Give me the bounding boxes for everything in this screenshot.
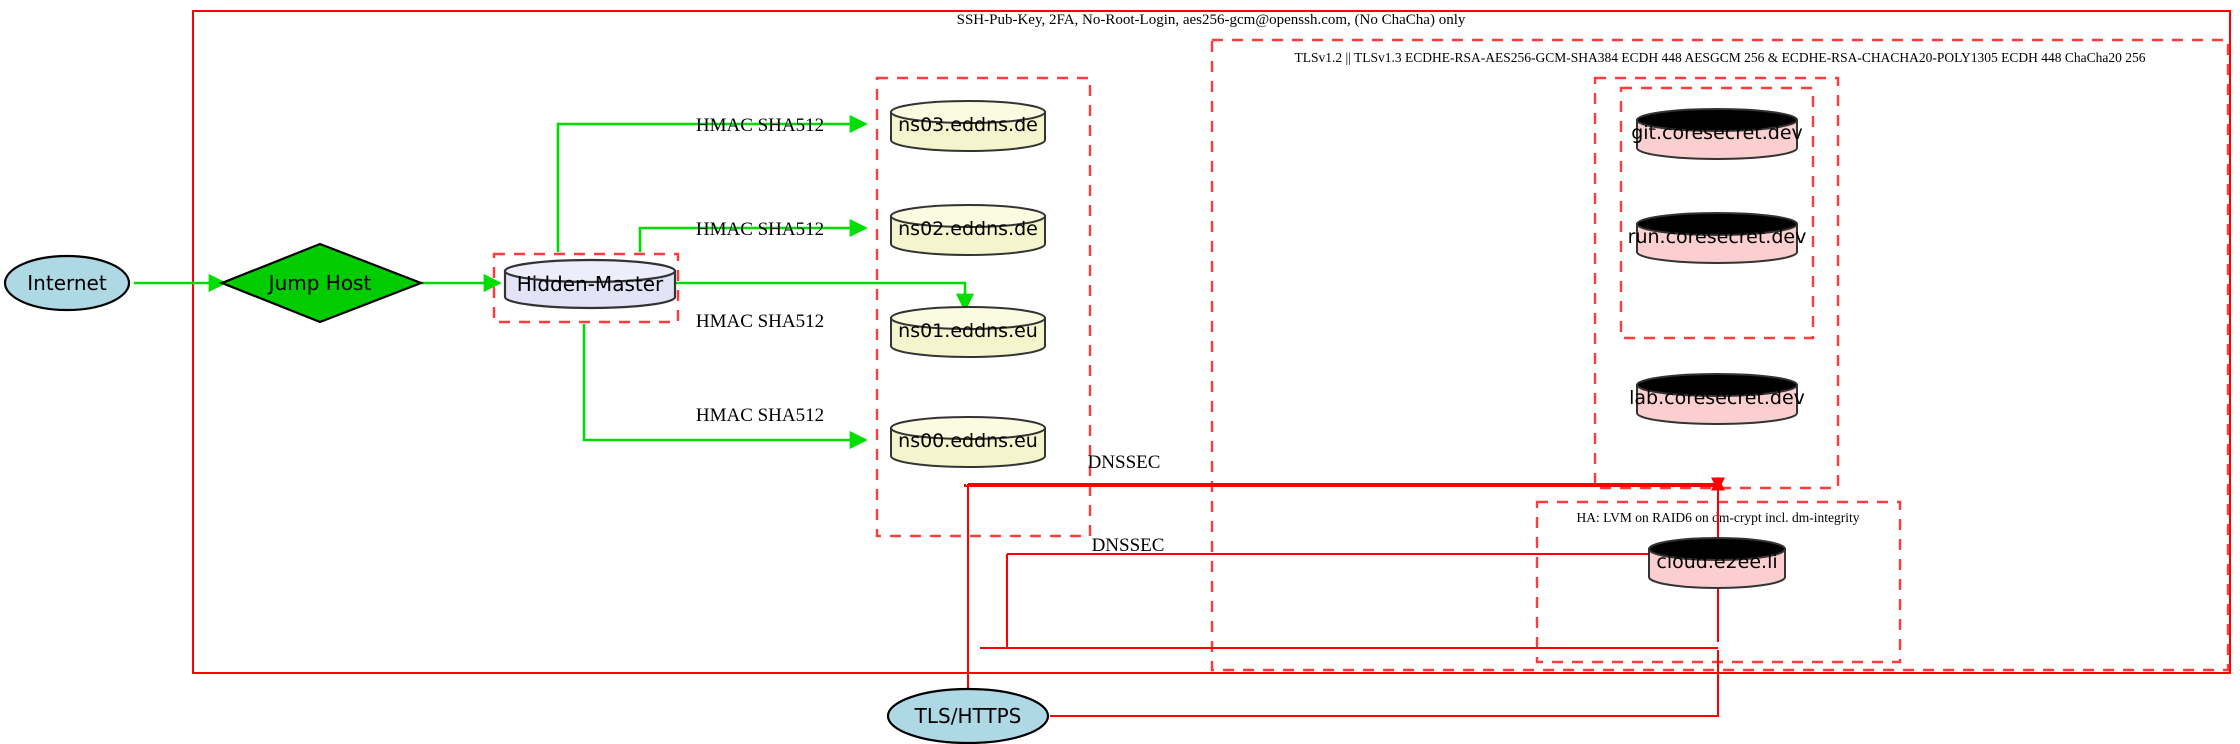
edge-label-dnssec-lower: DNSSEC — [1092, 535, 1165, 556]
ssh-perimeter-box — [192, 10, 2231, 674]
dns-zone-box — [875, 76, 1092, 538]
edge-hiddenmaster-to-ns00 — [582, 324, 868, 450]
node-lab-coresecret-label: lab.coresecret.dev — [1629, 387, 1805, 409]
node-internet-label: Internet — [27, 271, 107, 295]
edge-hiddenmaster-to-ns02 — [638, 218, 868, 252]
edge-label-dnssec-upper: DNSSEC — [1088, 452, 1161, 473]
edge-label-hmac-ns00: HMAC SHA512 — [696, 405, 824, 426]
node-lab-coresecret[interactable]: lab.coresecret.dev — [1629, 373, 1805, 425]
edge-hiddenmaster-to-ns01 — [676, 281, 975, 312]
tls-https-to-cluster — [1050, 650, 1719, 717]
node-ns00[interactable]: ns00.eddns.eu — [890, 416, 1046, 468]
node-ns01[interactable]: ns01.eddns.eu — [890, 306, 1046, 358]
node-hidden-master[interactable]: Hidden-Master — [503, 258, 677, 310]
node-git-coresecret-label: git.coresecret.dev — [1631, 122, 1803, 144]
node-ns02-label: ns02.eddns.de — [898, 218, 1038, 240]
edge-label-hmac-ns02: HMAC SHA512 — [696, 219, 824, 240]
node-run-coresecret-label: run.coresecret.dev — [1628, 226, 1807, 248]
node-ns01-label: ns01.eddns.eu — [898, 320, 1038, 342]
node-hidden-master-label: Hidden-Master — [517, 272, 664, 296]
edge-label-hmac-ns03: HMAC SHA512 — [696, 115, 824, 136]
node-jump-host[interactable]: Jump Host — [219, 242, 425, 324]
node-ns00-label: ns00.eddns.eu — [898, 430, 1038, 452]
node-cloud-e2ee-label: cloud.e2ee.li — [1656, 551, 1777, 573]
node-tls-https-label: TLS/HTTPS — [914, 704, 1022, 728]
dnssec-path-upper-stub — [964, 484, 1718, 487]
ssh-perimeter-label: SSH-Pub-Key, 2FA, No-Root-Login, aes256-… — [957, 12, 1466, 28]
node-ns03-label: ns03.eddns.de — [898, 114, 1038, 136]
edge-label-hmac-ns01: HMAC SHA512 — [696, 311, 824, 332]
node-internet[interactable]: Internet — [3, 254, 131, 312]
edge-hiddenmaster-to-ns03 — [556, 114, 868, 252]
tls-perimeter-label: TLSv1.2 || TLSv1.3 ECDHE-RSA-AES256-GCM-… — [1295, 50, 2146, 65]
tls-perimeter-box — [1210, 38, 2230, 672]
node-ns03[interactable]: ns03.eddns.de — [890, 100, 1046, 152]
node-cloud-e2ee[interactable]: cloud.e2ee.li — [1648, 537, 1786, 589]
coresecret-zone-box — [1593, 76, 1840, 490]
node-git-coresecret[interactable]: git.coresecret.dev — [1631, 108, 1803, 160]
node-ns02[interactable]: ns02.eddns.de — [890, 204, 1046, 256]
node-tls-https[interactable]: TLS/HTTPS — [886, 687, 1050, 744]
node-run-coresecret[interactable]: run.coresecret.dev — [1628, 212, 1807, 264]
node-jump-host-label: Jump Host — [267, 271, 372, 295]
